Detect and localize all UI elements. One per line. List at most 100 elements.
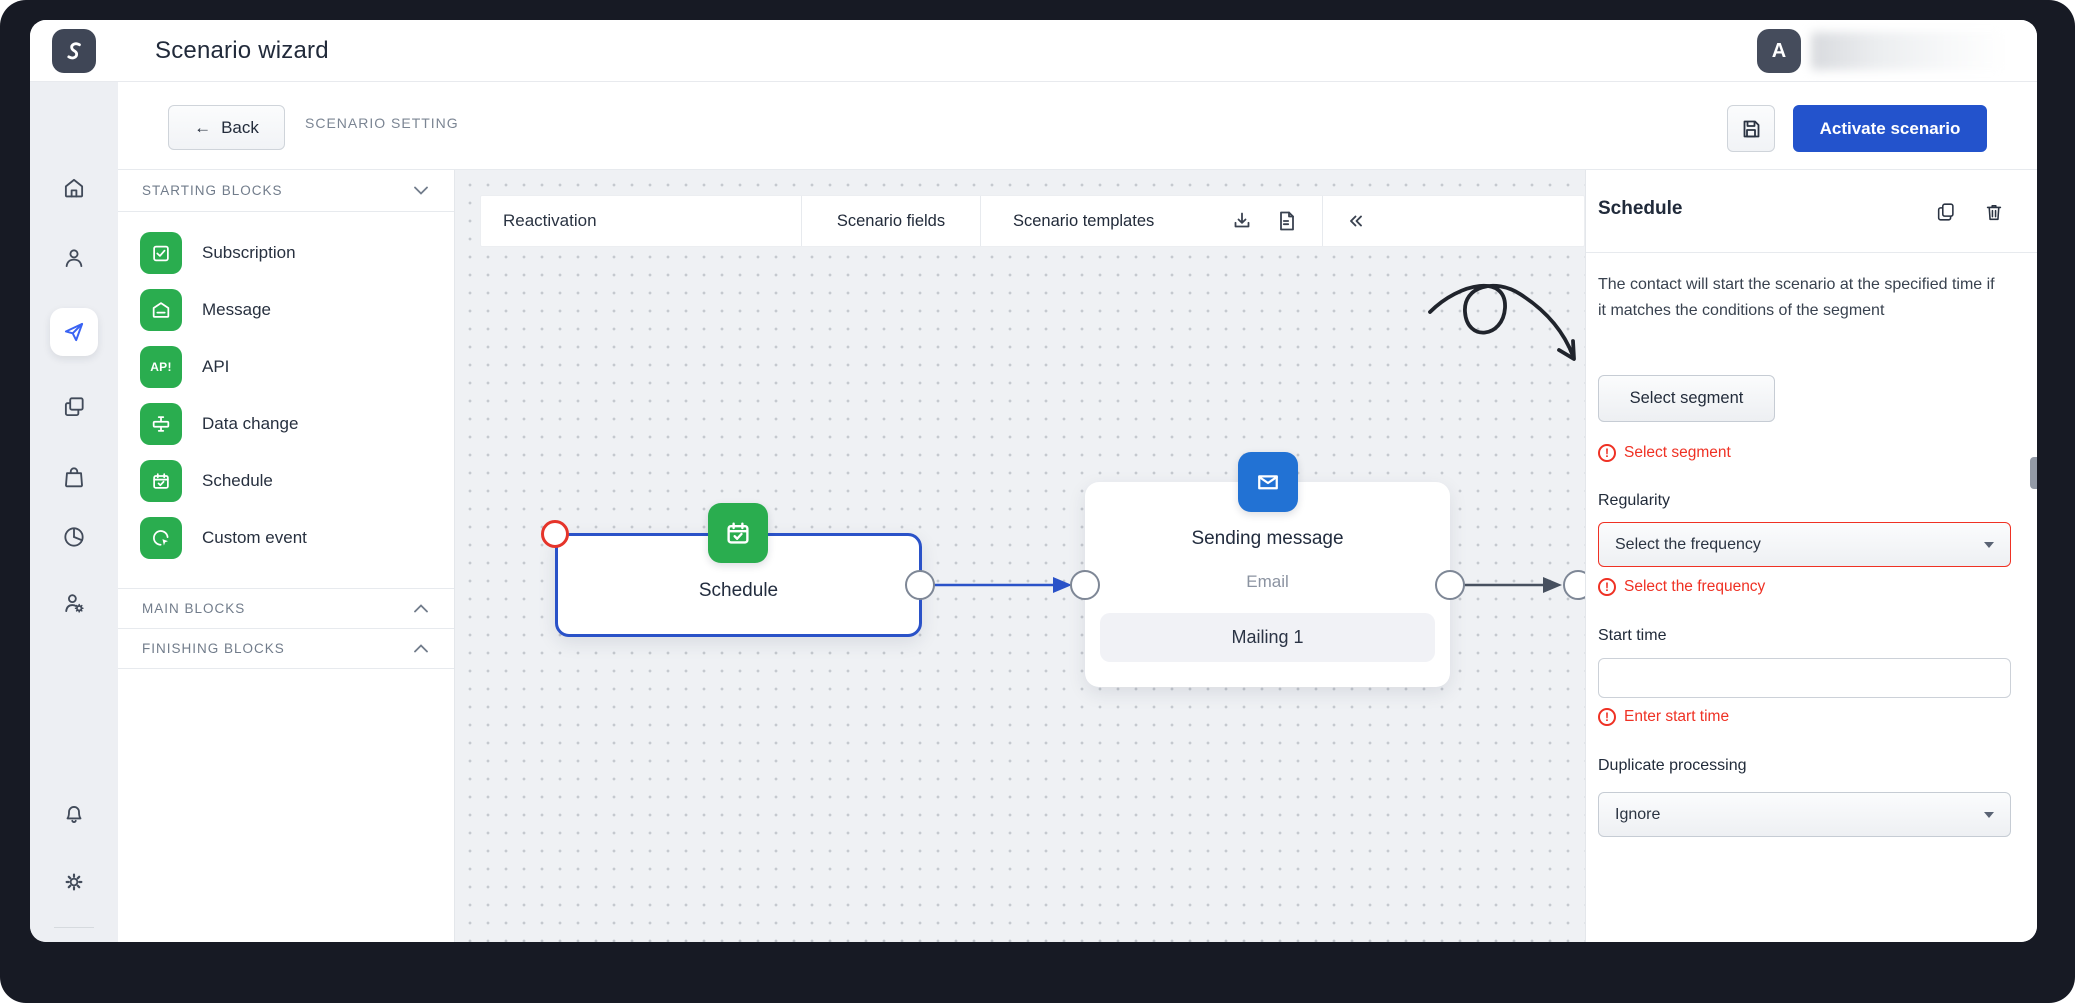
bell-icon: [66, 806, 82, 823]
collapse-toolbar-button[interactable]: [1323, 196, 1584, 246]
finishing-blocks-label: FINISHING BLOCKS: [142, 641, 285, 656]
frequency-error: Select the frequency: [1598, 578, 1765, 596]
scenario-canvas[interactable]: Reactivation Scenario fields Scenario te…: [455, 170, 1585, 942]
segment-error: Select segment: [1598, 444, 1731, 462]
document-icon[interactable]: [1274, 209, 1298, 233]
back-arrow-icon: ←: [194, 117, 212, 137]
calendar-check-icon: [140, 459, 182, 502]
starting-blocks-header[interactable]: STARTING BLOCKS: [118, 170, 454, 212]
block-label: API: [202, 356, 230, 376]
download-icon[interactable]: [1230, 209, 1254, 233]
sidebar-item-store[interactable]: [52, 455, 96, 499]
caret-down-icon: [1984, 811, 1994, 818]
canvas-toolbar: Reactivation Scenario fields Scenario te…: [480, 195, 1585, 247]
node-subtitle: Email: [1246, 572, 1289, 591]
sidebar-item-contacts[interactable]: [52, 236, 96, 280]
block-item-message[interactable]: Message: [118, 281, 454, 338]
schedule-calendar-icon: [708, 503, 768, 563]
frequency-select[interactable]: Select the frequency: [1598, 522, 2011, 567]
select-segment-button[interactable]: Select segment: [1598, 375, 1775, 422]
chevron-up-icon: [414, 644, 428, 653]
back-label: Back: [221, 117, 259, 137]
api-icon-text: AP!: [150, 359, 172, 374]
bag-icon: [65, 467, 83, 488]
regularity-label: Regularity: [1598, 492, 1671, 509]
block-label: Data change: [202, 413, 299, 433]
inspector-panel: Schedule The contact will start the scen…: [1585, 170, 2037, 942]
node-sending-message[interactable]: Sending message Email Mailing 1: [1085, 452, 1450, 687]
alert-icon: [1598, 708, 1616, 726]
logo-knot-icon: [67, 42, 81, 60]
sidebar-item-analytics[interactable]: [52, 515, 96, 559]
send-icon: [64, 322, 84, 342]
home-icon: [64, 178, 84, 198]
nav-rail: [30, 82, 118, 942]
avatar[interactable]: A: [1757, 29, 1801, 73]
finishing-blocks-header[interactable]: FINISHING BLOCKS: [118, 629, 454, 669]
divider: [1586, 252, 2037, 253]
start-time-input[interactable]: [1598, 658, 2011, 698]
activate-scenario-button[interactable]: Activate scenario: [1793, 105, 1987, 152]
sidebar-item-campaigns-active[interactable]: [50, 308, 98, 356]
settings-button[interactable]: [52, 860, 96, 904]
back-button[interactable]: ← Back: [168, 105, 285, 150]
page-title: Scenario wizard: [155, 37, 329, 64]
warning-badge-icon: [541, 520, 569, 548]
error-text: Select segment: [1624, 444, 1731, 461]
block-label: Schedule: [202, 470, 273, 490]
rail-divider: [54, 927, 94, 928]
person-gear-icon: [65, 594, 84, 613]
blocks-panel: STARTING BLOCKS Subscription Messag: [118, 170, 455, 942]
mailing-tag[interactable]: Mailing 1: [1100, 613, 1435, 662]
chevron-down-icon: [414, 186, 428, 195]
tab-scenario-fields[interactable]: Scenario fields: [802, 196, 981, 246]
chevron-up-icon: [414, 604, 428, 613]
block-label: Subscription: [202, 242, 296, 262]
scenario-name[interactable]: Reactivation: [481, 196, 802, 246]
block-label: Message: [202, 299, 271, 319]
sidebar-item-home[interactable]: [52, 166, 96, 210]
main-blocks-label: MAIN BLOCKS: [142, 601, 246, 616]
breadcrumb: SCENARIO SETTING: [305, 115, 459, 131]
hand-drawn-arrow: [1428, 284, 1575, 358]
block-label: Custom event: [202, 527, 307, 547]
duplicate-value: Ignore: [1615, 805, 1661, 823]
api-icon: AP!: [140, 345, 182, 388]
node-title: Sending message: [1191, 528, 1344, 549]
sidebar-item-account-settings[interactable]: [52, 581, 96, 625]
block-item-schedule[interactable]: Schedule: [118, 452, 454, 509]
copy-icon: [1937, 203, 1954, 221]
delete-block-button[interactable]: [1982, 200, 2006, 224]
alert-icon: [1598, 444, 1616, 462]
pages-icon: [64, 397, 84, 417]
notifications-button[interactable]: [52, 791, 96, 835]
starting-blocks-list: Subscription Message AP! API: [118, 212, 454, 588]
error-text: Enter start time: [1624, 708, 1730, 725]
frequency-value: Select the frequency: [1615, 535, 1761, 553]
data-slider-icon: [140, 402, 182, 445]
start-time-error: Enter start time: [1598, 708, 1729, 726]
account-name-redacted: [1811, 32, 2005, 70]
subscription-checkbox-icon: [140, 231, 182, 274]
start-time-label: Start time: [1598, 627, 1667, 644]
node-schedule[interactable]: Schedule: [541, 503, 922, 637]
inspector-title: Schedule: [1598, 198, 1683, 219]
alert-icon: [1598, 578, 1616, 596]
tab-scenario-templates[interactable]: Scenario templates: [1013, 211, 1155, 230]
node-title: Schedule: [698, 580, 779, 601]
block-item-custom-event[interactable]: Custom event: [118, 509, 454, 566]
sidebar-item-pages[interactable]: [52, 385, 96, 429]
duplicate-processing-select[interactable]: Ignore: [1598, 792, 2011, 837]
block-item-subscription[interactable]: Subscription: [118, 224, 454, 281]
scrollbar-thumb[interactable]: [2030, 457, 2037, 489]
save-button[interactable]: [1727, 105, 1775, 152]
main-blocks-header[interactable]: MAIN BLOCKS: [118, 589, 454, 629]
starting-blocks-label: STARTING BLOCKS: [142, 183, 283, 198]
duplicate-block-button[interactable]: [1934, 200, 1958, 224]
block-item-data-change[interactable]: Data change: [118, 395, 454, 452]
message-envelope-icon: [140, 288, 182, 331]
app-logo[interactable]: [52, 29, 96, 73]
block-item-api[interactable]: AP! API: [118, 338, 454, 395]
app-window: Scenario wizard A ← Back SCENARIO SETTIN…: [30, 20, 2037, 942]
